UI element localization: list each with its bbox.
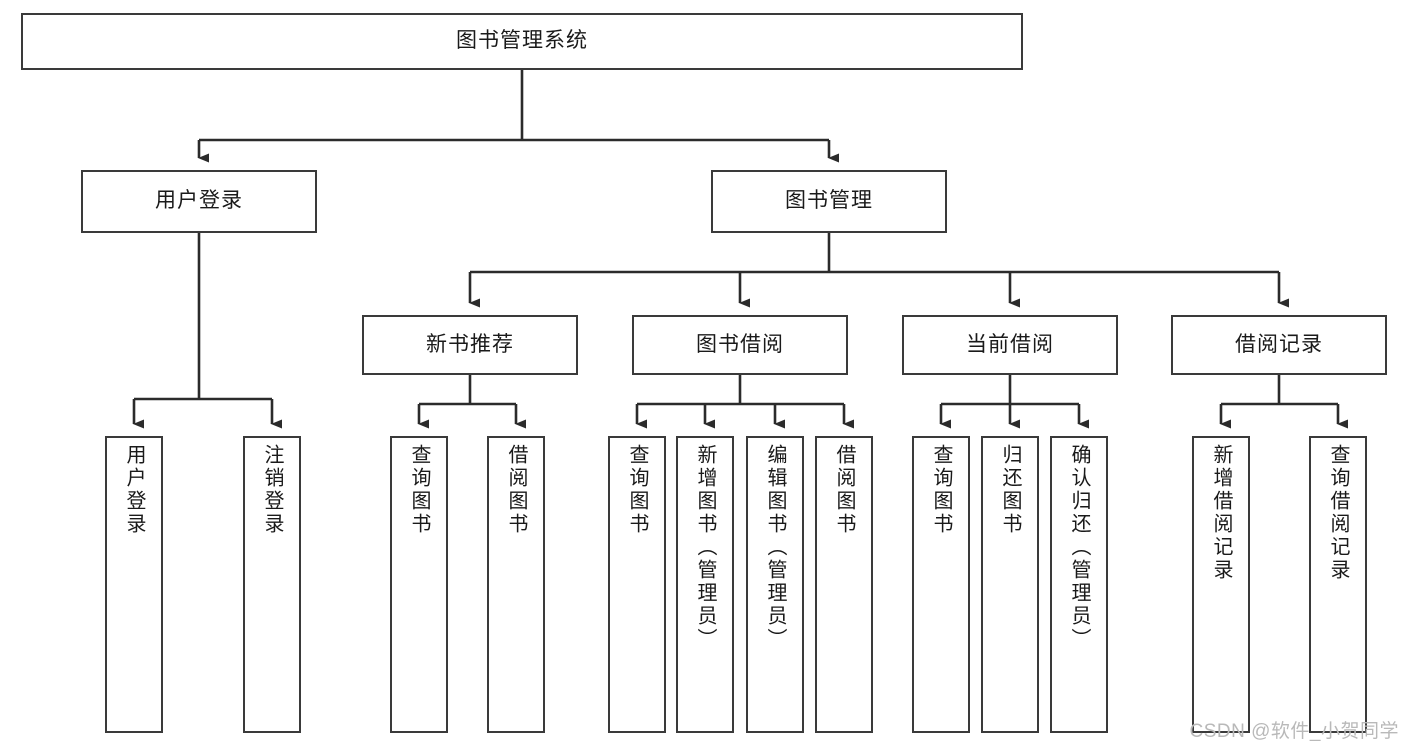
node-leaf-query-book-1-label: 查询图书 bbox=[408, 444, 430, 536]
node-leaf-query-book-3-label: 查询图书 bbox=[930, 444, 952, 536]
node-borrow-record[interactable]: 借阅记录 bbox=[1171, 315, 1387, 375]
node-leaf-borrow-book-1[interactable]: 借阅图书 bbox=[487, 436, 545, 733]
node-leaf-query-book-3[interactable]: 查询图书 bbox=[912, 436, 970, 733]
node-leaf-query-book-2-label: 查询图书 bbox=[626, 444, 648, 536]
node-root-label: 图书管理系统 bbox=[456, 29, 588, 53]
node-user-login[interactable]: 用户登录 bbox=[81, 170, 317, 233]
node-leaf-logout-login[interactable]: 注销登录 bbox=[243, 436, 301, 733]
node-leaf-query-book-2[interactable]: 查询图书 bbox=[608, 436, 666, 733]
node-borrow-record-label: 借阅记录 bbox=[1235, 332, 1323, 356]
node-leaf-add-book-label: 新增图书（管理员） bbox=[694, 444, 716, 651]
node-user-login-label: 用户登录 bbox=[155, 189, 243, 213]
node-new-book-recommend-label: 新书推荐 bbox=[426, 332, 514, 356]
node-leaf-edit-book[interactable]: 编辑图书（管理员） bbox=[746, 436, 804, 733]
node-leaf-query-record-label: 查询借阅记录 bbox=[1327, 444, 1349, 582]
node-leaf-logout-login-label: 注销登录 bbox=[261, 444, 283, 536]
node-leaf-confirm-return-label: 确认归还（管理员） bbox=[1068, 444, 1090, 651]
node-leaf-return-book-label: 归还图书 bbox=[999, 444, 1021, 536]
node-leaf-user-login-label: 用户登录 bbox=[123, 444, 145, 536]
node-current-borrow[interactable]: 当前借阅 bbox=[902, 315, 1118, 375]
node-leaf-query-record[interactable]: 查询借阅记录 bbox=[1309, 436, 1367, 733]
node-book-borrow[interactable]: 图书借阅 bbox=[632, 315, 848, 375]
node-leaf-confirm-return[interactable]: 确认归还（管理员） bbox=[1050, 436, 1108, 733]
node-book-management[interactable]: 图书管理 bbox=[711, 170, 947, 233]
node-leaf-edit-book-label: 编辑图书（管理员） bbox=[764, 444, 786, 651]
node-book-management-label: 图书管理 bbox=[785, 189, 873, 213]
node-leaf-add-book[interactable]: 新增图书（管理员） bbox=[676, 436, 734, 733]
node-leaf-borrow-book-2[interactable]: 借阅图书 bbox=[815, 436, 873, 733]
node-leaf-add-record[interactable]: 新增借阅记录 bbox=[1192, 436, 1250, 733]
node-current-borrow-label: 当前借阅 bbox=[966, 332, 1054, 356]
node-book-borrow-label: 图书借阅 bbox=[696, 332, 784, 356]
node-leaf-borrow-book-2-label: 借阅图书 bbox=[833, 444, 855, 536]
node-leaf-query-book-1[interactable]: 查询图书 bbox=[390, 436, 448, 733]
node-leaf-user-login[interactable]: 用户登录 bbox=[105, 436, 163, 733]
node-new-book-recommend[interactable]: 新书推荐 bbox=[362, 315, 578, 375]
watermark-text: CSDN @软件_小贺同学 bbox=[1189, 721, 1399, 742]
node-leaf-return-book[interactable]: 归还图书 bbox=[981, 436, 1039, 733]
node-leaf-borrow-book-1-label: 借阅图书 bbox=[505, 444, 527, 536]
node-leaf-add-record-label: 新增借阅记录 bbox=[1210, 444, 1232, 582]
node-root[interactable]: 图书管理系统 bbox=[21, 13, 1023, 70]
